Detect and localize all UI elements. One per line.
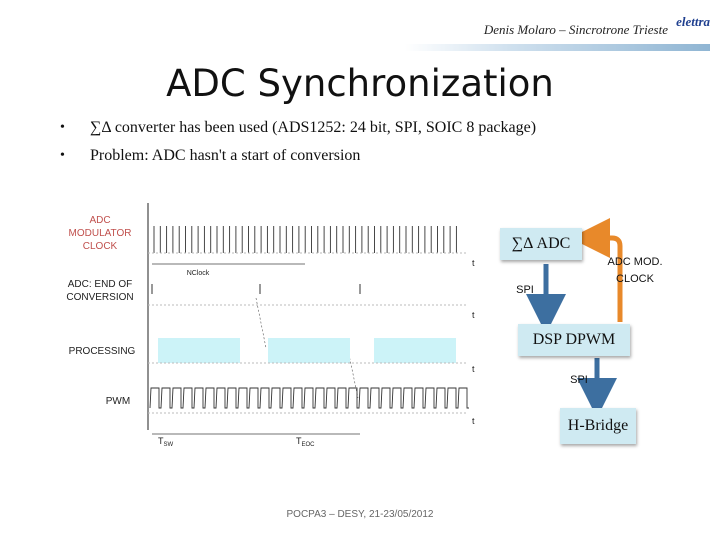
processing-block bbox=[374, 338, 456, 363]
h-bridge-box: H-Bridge bbox=[560, 408, 636, 444]
footer: POCPA3 – DESY, 21-23/05/2012 bbox=[286, 509, 434, 520]
block-diagram: ∑Δ ADC SPI ADC MOD. CLOCK DSP DPWM SPI H… bbox=[470, 218, 720, 468]
tsw-label: TSW bbox=[158, 436, 174, 448]
signal-label-clock-3: CLOCK bbox=[83, 241, 118, 252]
bullet-item: • Problem: ADC hasn't a start of conversi… bbox=[60, 146, 536, 174]
signal-label-clock-1: ADC bbox=[89, 215, 110, 226]
processing-block bbox=[158, 338, 240, 363]
processing-waveform bbox=[158, 338, 456, 363]
signal-label-processing: PROCESSING bbox=[69, 346, 136, 357]
spi-label-1: SPI bbox=[516, 284, 534, 296]
slide-title: ADC Synchronization bbox=[166, 62, 554, 105]
dsp-dpwm-box: DSP DPWM bbox=[518, 324, 630, 356]
t-label: t bbox=[472, 364, 475, 374]
signal-label-eoc-1: ADC: END OF bbox=[68, 279, 132, 290]
teoc-label: TEOC bbox=[296, 436, 315, 448]
bullet-text: Problem: ADC hasn't a start of conversio… bbox=[90, 147, 361, 164]
pwm-signal bbox=[149, 387, 469, 409]
signal-label-pwm: PWM bbox=[106, 396, 130, 407]
adc-box: ∑Δ ADC bbox=[500, 228, 582, 260]
arrow-dsp-to-adc-clock bbox=[570, 218, 623, 322]
t-label: t bbox=[472, 310, 475, 320]
t-label: t bbox=[472, 258, 475, 268]
nclock-label: NClock bbox=[187, 270, 210, 277]
pwm-waveform bbox=[149, 387, 469, 409]
bullet-list: • ∑Δ converter has been used (ADS1252: 24… bbox=[60, 118, 536, 174]
eoc-trigger bbox=[255, 297, 267, 349]
bullet-marker: • bbox=[60, 148, 65, 163]
signal-label-clock-2: MODULATOR bbox=[69, 228, 132, 239]
clock-waveform bbox=[153, 226, 457, 253]
header-author: Denis Molaro – Sincrotrone Trieste bbox=[483, 22, 668, 37]
adc-clock-label: ADC MOD. CLOCK bbox=[607, 256, 663, 285]
logo: elettra bbox=[676, 14, 710, 29]
header-bar bbox=[405, 44, 710, 51]
signal-label-eoc-2: CONVERSION bbox=[66, 292, 133, 303]
timing-diagram: t t t t ADC MODULATOR CLOCK ADC: END OF CON… bbox=[66, 203, 475, 448]
block-arrows bbox=[526, 218, 623, 418]
bullet-item: • ∑Δ converter has been used (ADS1252: 24… bbox=[60, 118, 536, 146]
processing-block bbox=[268, 338, 350, 363]
bullet-marker: • bbox=[60, 120, 65, 135]
spi-label-2: SPI bbox=[570, 374, 588, 386]
t-label: t bbox=[472, 416, 475, 426]
time-axes: t t t t bbox=[147, 203, 475, 435]
bullet-text: ∑Δ converter has been used (ADS1252: 24 … bbox=[90, 119, 537, 136]
